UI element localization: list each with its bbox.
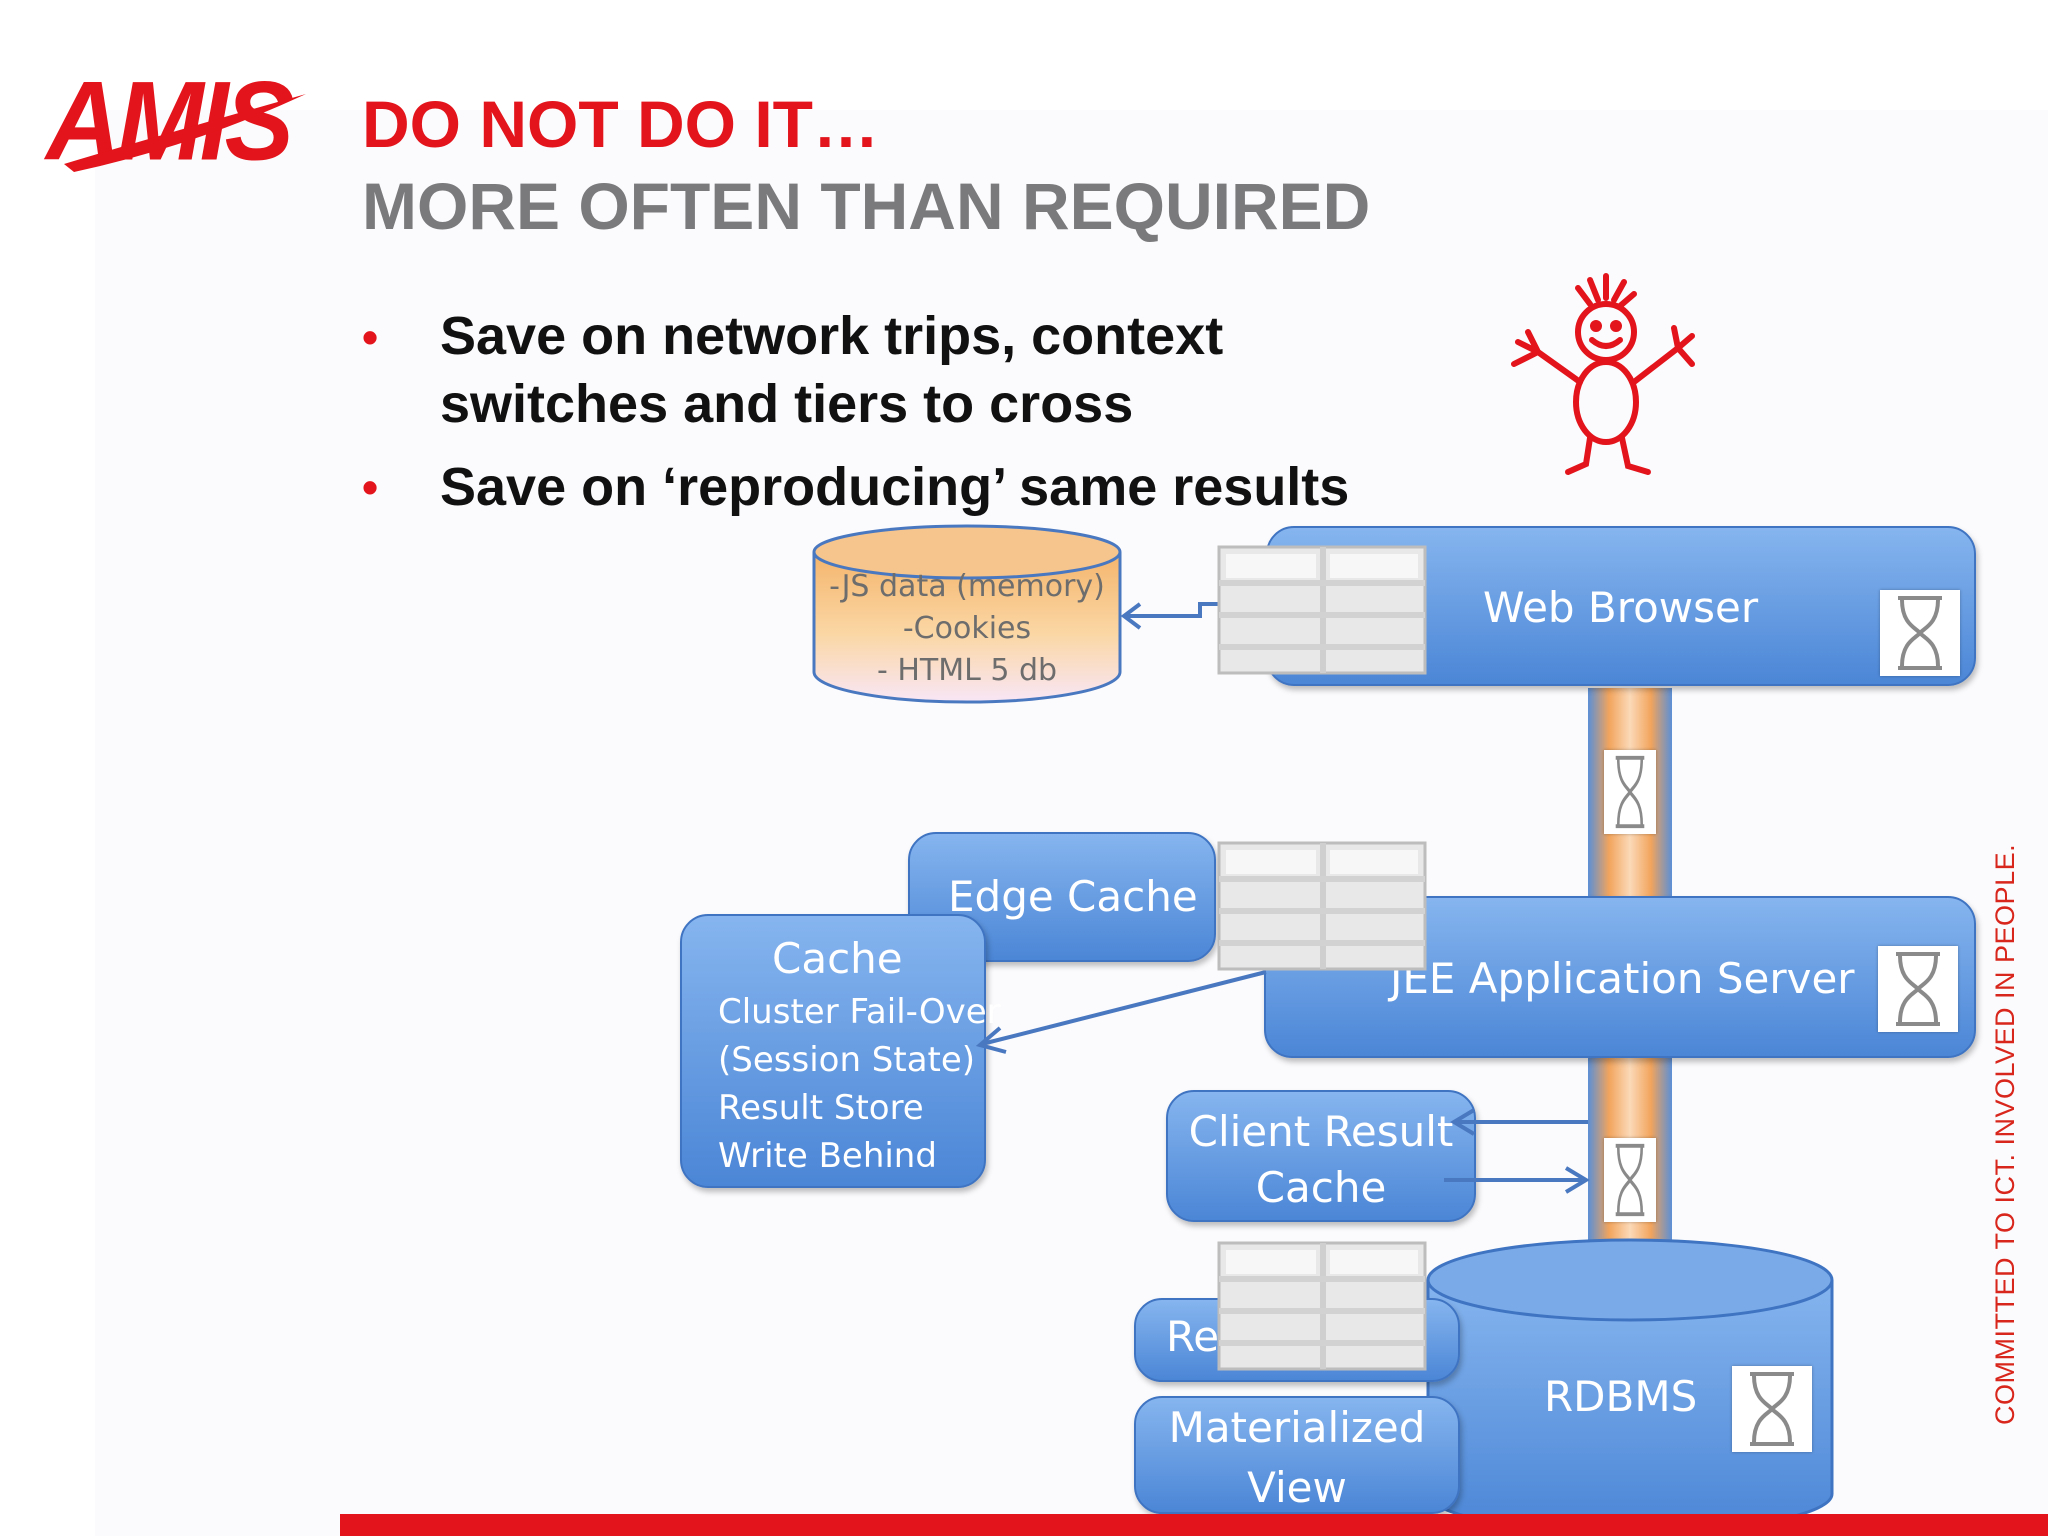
arrow-to-cache	[975, 970, 1267, 1054]
tagline: COMMITTED TO ICT. INVOLVED IN PEOPLE.	[1990, 843, 2020, 1425]
shelf-icon	[1217, 545, 1427, 675]
bullet-marker: •	[362, 461, 379, 513]
cache-title: Cache	[772, 934, 903, 983]
bullet-marker: •	[362, 311, 379, 363]
shelf-icon	[1217, 1241, 1427, 1371]
materialized-view-line-2: View	[1247, 1463, 1347, 1512]
cache-line-3: Result Store	[718, 1088, 924, 1128]
materialized-view-line-1: Materialized	[1168, 1403, 1426, 1452]
result-cache-label: Re	[1166, 1312, 1220, 1361]
amis-logo: AMIS	[44, 59, 314, 184]
client-result-cache-line-2: Cache	[1255, 1163, 1387, 1212]
materialized-view-label: Materialized View	[1136, 1398, 1458, 1518]
bullet-2: Save on ‘reproducing’ same results	[440, 457, 1350, 517]
cache-details: Cluster Fail-Over (Session State) Result…	[718, 988, 1001, 1180]
web-browser-label: Web Browser	[1483, 583, 1759, 632]
store-line-2: -Cookies	[902, 611, 1032, 646]
edge-cache-label: Edge Cache	[948, 872, 1198, 921]
slide-subtitle: MORE OFTEN THAN REQUIRED	[362, 169, 1371, 243]
cache-line-2: (Session State)	[718, 1040, 976, 1080]
client-result-cache-line-1: Client Result	[1188, 1107, 1454, 1156]
browser-store-cylinder	[812, 524, 1122, 704]
arrow-to-browser-store	[1120, 602, 1226, 630]
cache-box: Cache Cluster Fail-Over (Session State) …	[680, 914, 1001, 1188]
browser-store-text: -JS data (memory) -Cookies - HTML 5 db	[810, 566, 1124, 692]
rdbms-label: RDBMS	[1544, 1372, 1698, 1421]
bullet-1-line-2: switches and tiers to cross	[440, 374, 1134, 434]
slide-title: DO NOT DO IT…	[362, 87, 879, 161]
logo-swoosh	[64, 94, 306, 172]
shelf-icon	[1217, 841, 1427, 971]
store-line-1: -JS data (memory)	[829, 569, 1105, 604]
rdbms-cylinder	[1426, 1238, 1834, 1534]
cache-line-1: Cluster Fail-Over	[718, 992, 1001, 1032]
hourglass-icon	[1732, 1366, 1812, 1452]
client-result-cache-label: Client Result Cache	[1168, 1104, 1474, 1216]
hourglass-icon	[1604, 750, 1656, 834]
hourglass-icon	[1878, 946, 1958, 1032]
client-result-cache-box: Client Result Cache	[1166, 1090, 1476, 1222]
bottom-accent-bar	[340, 1514, 2048, 1536]
materialized-view-box: Materialized View	[1134, 1396, 1460, 1514]
bullet-1-line-1: Save on network trips, context	[440, 306, 1224, 366]
bullet-1: Save on network trips, context switches …	[440, 302, 1223, 438]
app-server-label: JEE Application Server	[1390, 954, 1855, 1003]
stick-figure-icon	[1511, 273, 1695, 475]
hourglass-icon	[1604, 1138, 1656, 1222]
hourglass-icon	[1880, 590, 1960, 676]
client-cache-arrows	[1444, 1108, 1590, 1194]
cache-line-4: Write Behind	[718, 1136, 937, 1176]
edge-cache-box: Edge Cache	[908, 832, 1216, 962]
store-line-3: - HTML 5 db	[876, 653, 1058, 688]
